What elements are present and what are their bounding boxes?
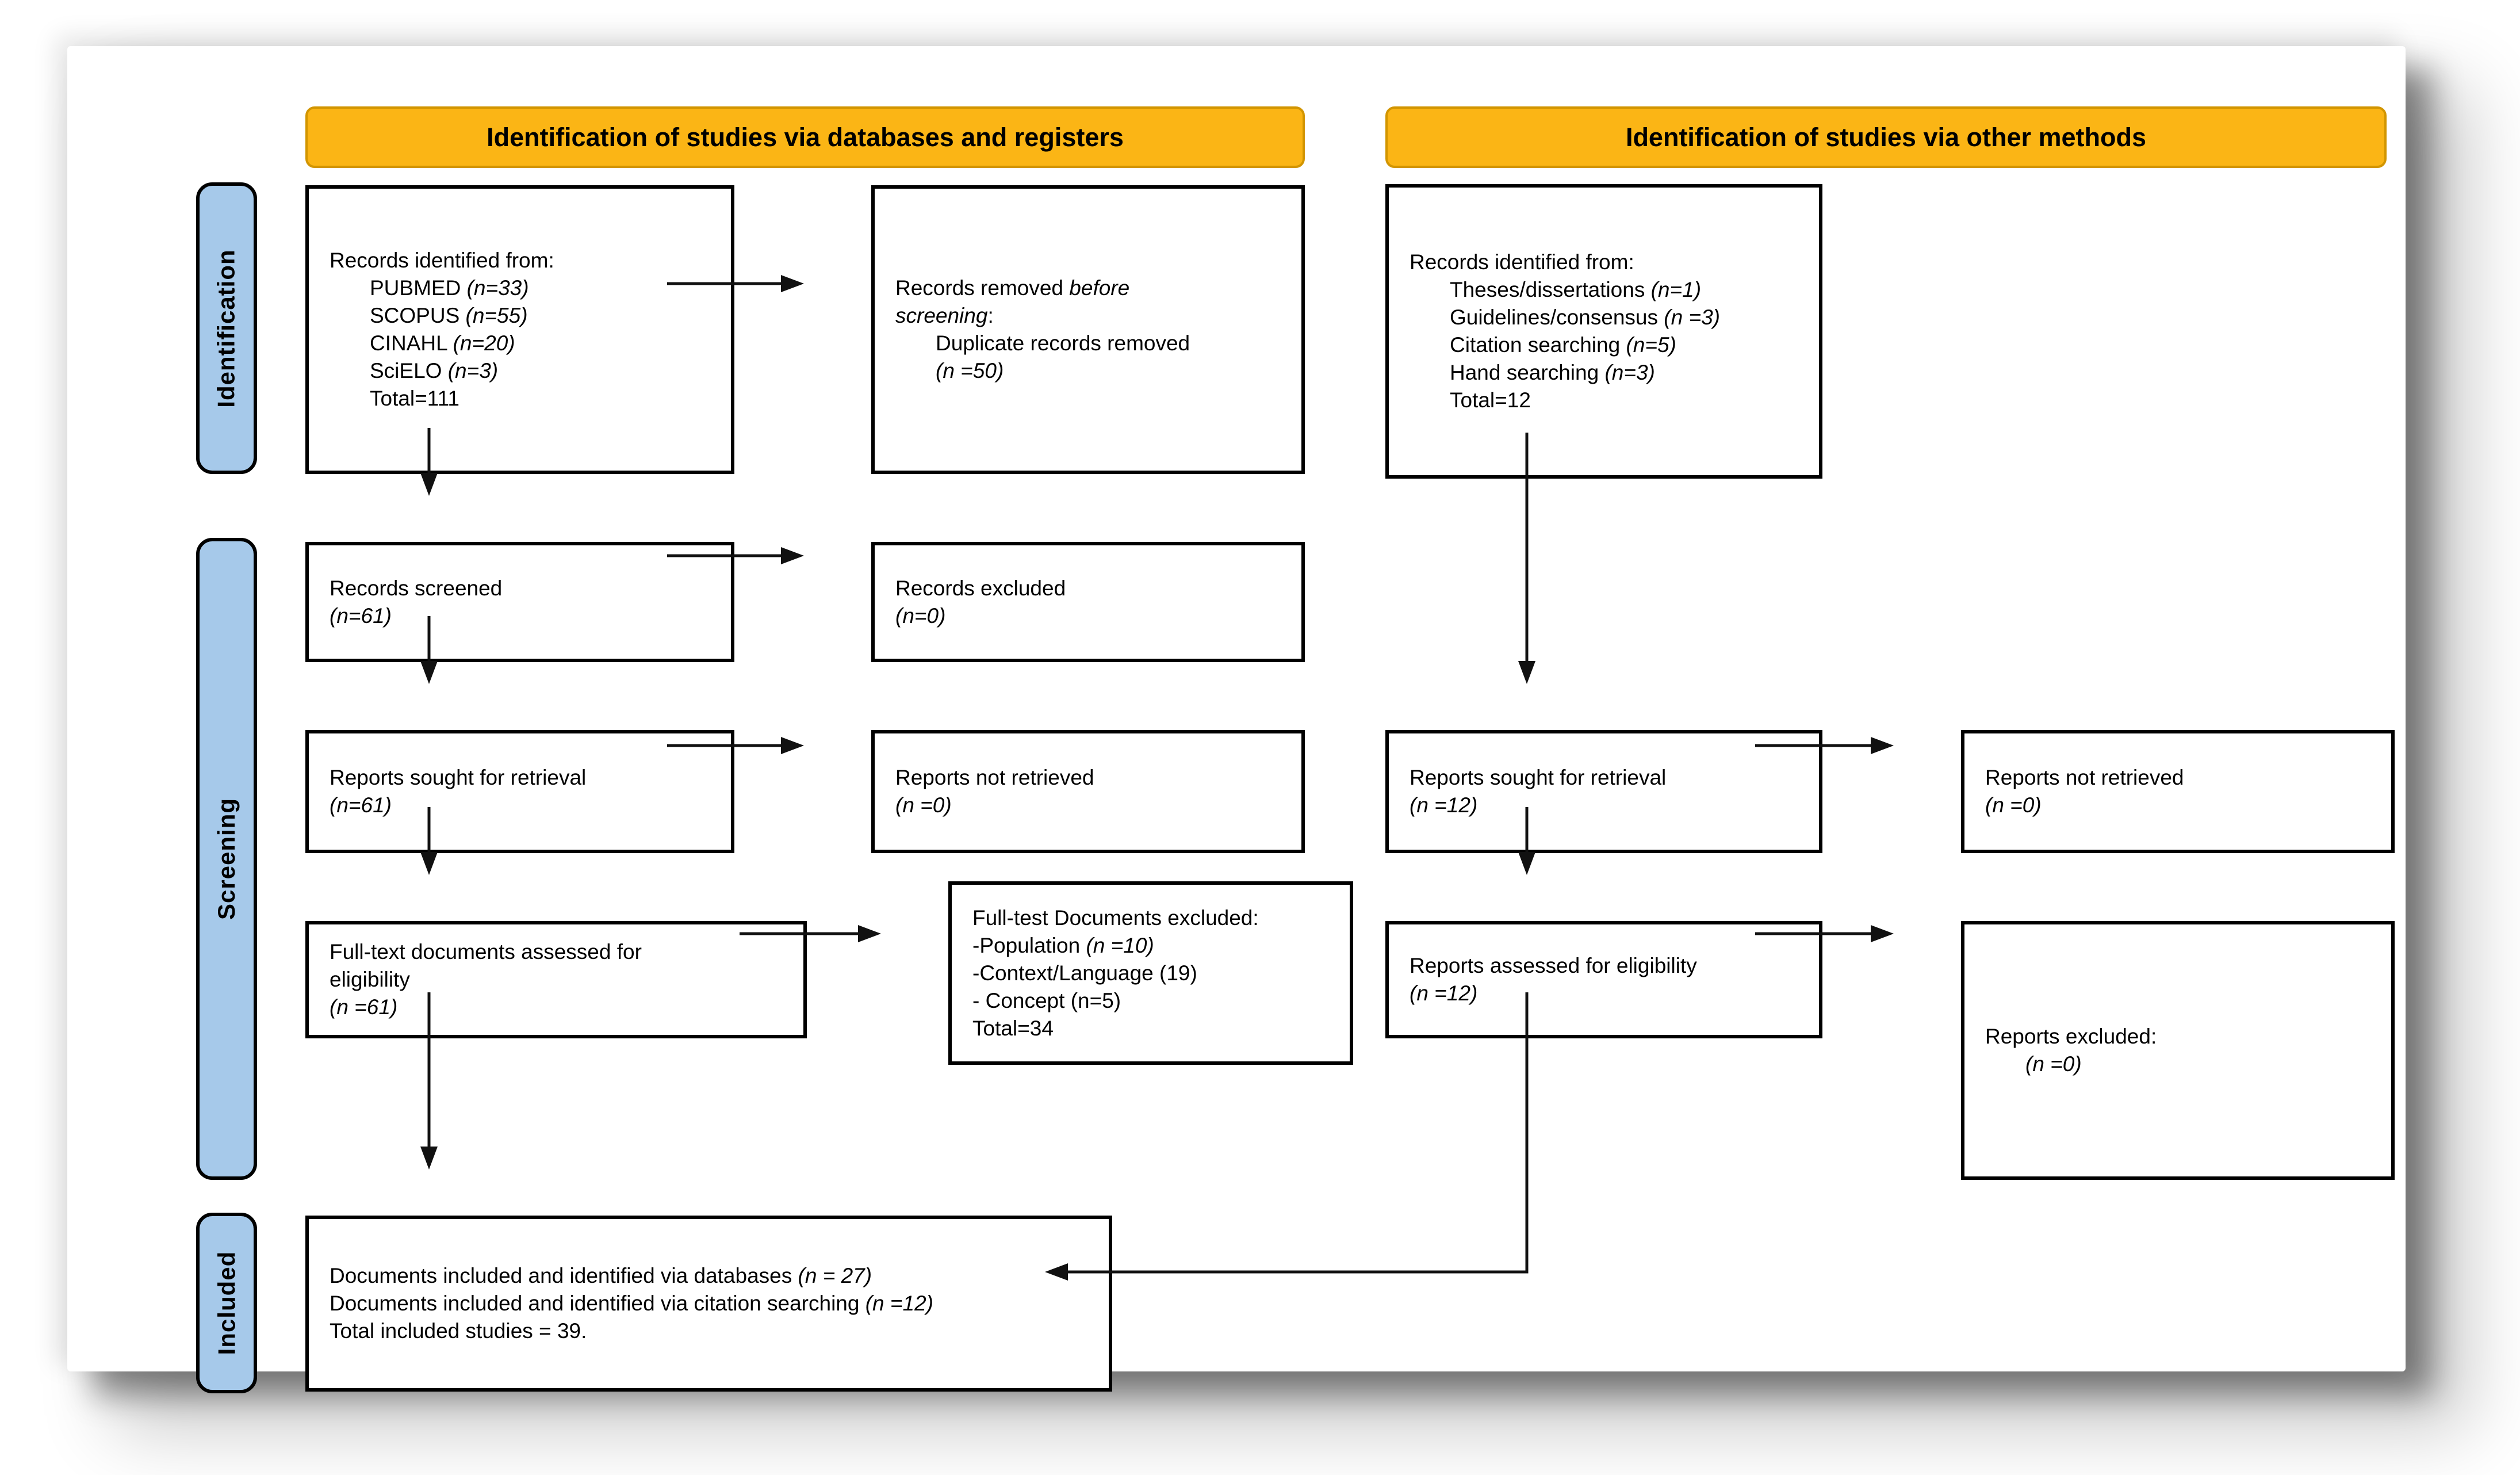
text-line: - Concept (n=5) (972, 988, 1121, 1012)
box-reports-sought-other: Reports sought for retrieval (n =12) (1385, 730, 1822, 853)
text-line: Total=34 (972, 1016, 1054, 1040)
stage-label-identification: Identification (196, 182, 257, 474)
text-line: Duplicate records removed (936, 331, 1190, 355)
text-line: SCOPUS (n=55) (370, 304, 528, 327)
text-line: Full-test Documents excluded: (972, 905, 1259, 930)
banner-other-methods: Identification of studies via other meth… (1385, 106, 2387, 168)
text-line: Records identified from: (1410, 250, 1634, 274)
text-line: Total included studies = 39. (330, 1319, 587, 1343)
box-documents-included: Documents included and identified via da… (305, 1216, 1112, 1392)
box-reports-not-retrieved-databases: Reports not retrieved (n =0) (871, 730, 1305, 853)
stage-label-screening-text: Screening (213, 797, 240, 920)
text-line: Reports not retrieved (895, 766, 1094, 789)
text-line: (n=61) (330, 603, 392, 628)
text-line: Hand searching (n=3) (1450, 361, 1655, 384)
box-reports-excluded-other: Reports excluded: (n =0) (1961, 921, 2395, 1180)
text-line: (n =50) (936, 359, 1004, 383)
text-line: SciELO (n=3) (370, 359, 499, 383)
prisma-flow-diagram-page: Identification of studies via databases … (67, 46, 2406, 1393)
text-line: Reports excluded: (1985, 1025, 2157, 1048)
stage-label-included-text: Included (213, 1251, 240, 1355)
text-line: eligibility (330, 968, 410, 991)
banner-other-methods-label: Identification of studies via other meth… (1625, 122, 2147, 152)
banner-databases-registers-label: Identification of studies via databases … (487, 122, 1124, 152)
text-line: Records removed before (895, 276, 1130, 300)
text-line: Documents included and identified via ci… (330, 1291, 933, 1315)
banner-databases-registers: Identification of studies via databases … (305, 106, 1305, 168)
text-line: (n =0) (1985, 793, 2042, 817)
text-line: Total=12 (1450, 388, 1531, 412)
stage-label-screening: Screening (196, 538, 257, 1180)
box-fulltext-assessed: Full-text documents assessed for eligibil… (305, 921, 807, 1038)
text-line: (n=0) (895, 603, 946, 628)
box-records-screened: Records screened (n=61) (305, 542, 734, 662)
text-line: Records excluded (895, 576, 1066, 600)
text-line: CINAHL (n=20) (370, 331, 515, 355)
text-line: (n =0) (2025, 1052, 2082, 1076)
text-line: Total=111 (370, 387, 460, 410)
box-fulltext-excluded: Full-test Documents excluded: -Population… (948, 881, 1353, 1065)
text-line: (n=61) (330, 793, 392, 817)
text-line: (n =61) (330, 995, 398, 1019)
box-reports-sought-databases: Reports sought for retrieval (n=61) (305, 730, 734, 853)
text-line: Records identified from: (330, 249, 554, 272)
text-line: Reports sought for retrieval (1410, 766, 1667, 789)
text-line: (n =0) (895, 793, 952, 817)
text-line: -Context/Language (19) (972, 961, 1197, 985)
text-line: -Population (n =10) (972, 933, 1154, 957)
text-line: (n =12) (1410, 793, 1478, 817)
box-reports-not-retrieved-other: Reports not retrieved (n =0) (1961, 730, 2395, 853)
text-line: Citation searching (n=5) (1450, 333, 1676, 357)
box-records-identified-other-methods: Records identified from: Theses/dissertat… (1385, 184, 1822, 479)
box-records-identified-databases: Records identified from: PUBMED (n=33) SCO… (305, 185, 734, 474)
text-line: PUBMED (n=33) (370, 276, 529, 300)
stage-label-identification-text: Identification (213, 249, 240, 408)
box-records-excluded: Records excluded (n=0) (871, 542, 1305, 662)
text-line: screening: (895, 304, 994, 327)
text-line: Reports not retrieved (1985, 766, 2184, 789)
box-records-removed-before-screening: Records removed before screening: Duplicat… (871, 185, 1305, 474)
text-line: Full-text documents assessed for (330, 940, 642, 964)
text-line: (n =12) (1410, 981, 1478, 1005)
box-reports-assessed-eligibility: Reports assessed for eligibility (n =12) (1385, 921, 1822, 1038)
text-line: Reports assessed for eligibility (1410, 954, 1697, 977)
text-line: Records screened (330, 576, 503, 600)
stage-label-included: Included (196, 1213, 257, 1393)
text-line: Theses/dissertations (n=1) (1450, 278, 1702, 301)
text-line: Reports sought for retrieval (330, 766, 587, 789)
text-line: Documents included and identified via da… (330, 1264, 872, 1287)
text-line: Guidelines/consensus (n =3) (1450, 305, 1720, 329)
